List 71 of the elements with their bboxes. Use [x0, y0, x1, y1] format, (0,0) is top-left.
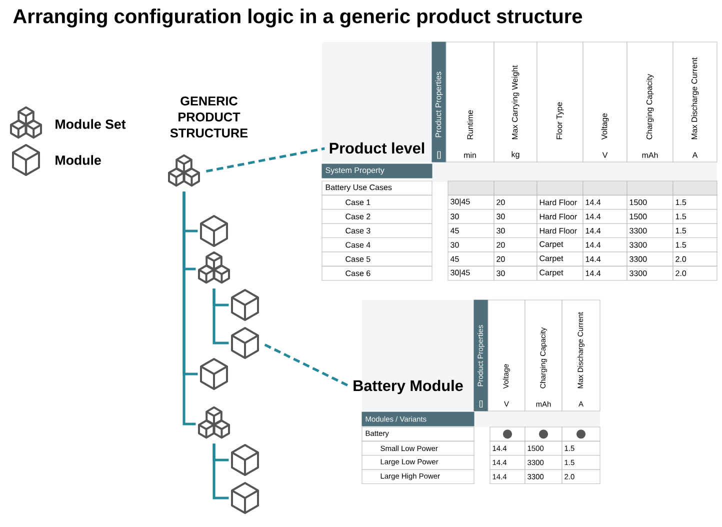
table-cell: Case 6: [322, 266, 432, 281]
column-header: Max Discharge Current A: [672, 42, 718, 162]
table-cell: 30: [448, 238, 494, 252]
table-cell: 45: [448, 252, 494, 266]
table-cell: 3300: [626, 266, 674, 281]
cube-icon: [231, 327, 259, 359]
table-cell: Carpet: [536, 266, 584, 281]
level-heading: Battery Module: [354, 380, 463, 394]
table-cell: 20: [494, 238, 538, 252]
legend-label: Module Set: [56, 119, 126, 129]
table-cell: 20: [494, 194, 538, 210]
cube-icon: [231, 289, 259, 321]
dashed-connector: [264, 344, 350, 387]
table-cell: 14.4: [582, 238, 628, 252]
tree-line: [182, 192, 196, 426]
table-cell: Case 3: [322, 223, 432, 238]
cubes-icon: [168, 154, 200, 187]
table-cell: 14.4: [582, 266, 628, 281]
table-cell: Hard Floor: [536, 194, 584, 210]
tree-line: [212, 288, 229, 344]
header-bar: Product Properties []: [432, 42, 446, 162]
table-cell: 30: [494, 223, 538, 238]
title: Arranging configuration logic in a generic product structure: [13, 8, 582, 28]
table-cell: 1500: [626, 209, 674, 224]
table-cell: 1.5: [672, 223, 718, 238]
table-cell: 3300: [626, 252, 674, 266]
table-cell: 30: [494, 266, 538, 281]
table-cell: 20: [494, 252, 538, 266]
table-cell: 1.5: [672, 209, 718, 224]
cube-icon: [231, 482, 259, 514]
table-cell: Case 5: [322, 252, 432, 266]
table-cell: 14.4: [582, 209, 628, 224]
table-cell: Hard Floor: [536, 223, 584, 238]
table-cell: 3300: [626, 238, 674, 252]
table-cell: Case 4: [322, 238, 432, 252]
cube-icon: [231, 444, 259, 476]
table-cell: 30|45: [448, 266, 494, 281]
tree-heading: GENERIC PRODUCT STRUCTURE: [170, 96, 248, 138]
legend-label: Module: [56, 155, 101, 165]
table-cell: 1.5: [672, 194, 718, 210]
table-cell: 1.5: [672, 238, 718, 252]
table-cell: Battery Use Cases: [322, 180, 432, 196]
cubes-icon: [198, 251, 230, 284]
table-cell: 1500: [626, 194, 674, 210]
dashed-connector: [206, 147, 325, 172]
column-header: Runtime min: [446, 42, 494, 162]
header-bar: System Property: [322, 164, 432, 178]
table-cell: 30|45: [448, 194, 494, 210]
table-cell: 14.4: [582, 223, 628, 238]
table-cell: Case 1: [322, 194, 432, 210]
cube-icon: [200, 358, 228, 390]
table-cell: Case 2: [322, 209, 432, 224]
table-cell: Hard Floor: [536, 209, 584, 224]
column-header: Voltage V: [582, 42, 628, 162]
table-cell: 30: [448, 209, 494, 224]
column-header: Floor Type: [536, 42, 584, 162]
level-heading: Product level: [330, 142, 424, 154]
column-header: Max Carrying Weight kg: [494, 42, 538, 162]
table-cell: 14.4: [582, 194, 628, 210]
table-cell: 2.0: [672, 266, 718, 281]
table-cell: 2.0: [672, 252, 718, 266]
table-cell: 45: [448, 223, 494, 238]
cube-icon: [200, 215, 228, 247]
tree-line: [212, 444, 229, 500]
table-cell: 30: [494, 209, 538, 224]
column-header: Charging Capacity mAh: [626, 42, 674, 162]
table-cell: 14.4: [582, 252, 628, 266]
table-cell: Carpet: [536, 252, 584, 266]
table-cell: 3300: [626, 223, 674, 238]
table-cell: Carpet: [536, 238, 584, 252]
cubes-icon: [198, 406, 230, 439]
